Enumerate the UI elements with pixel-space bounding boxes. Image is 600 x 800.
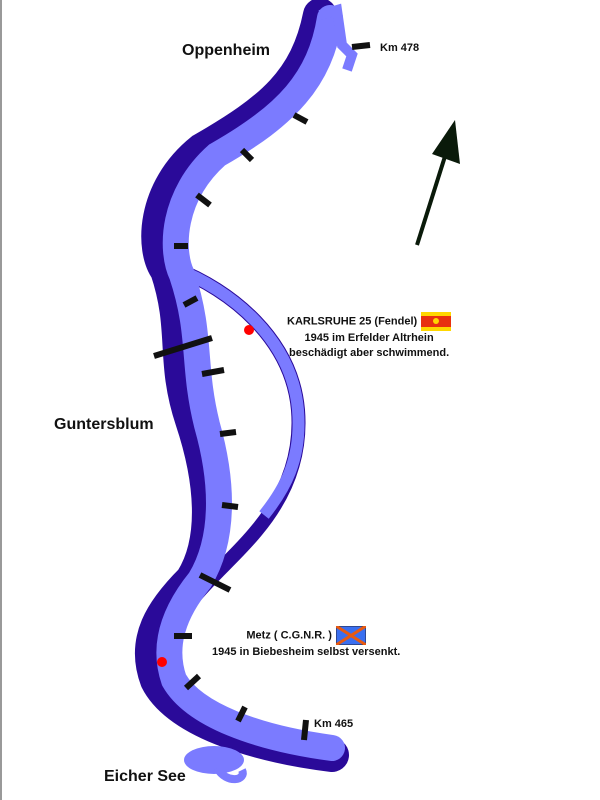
note-metz: Metz ( C.G.N.R. ) 1945 in Biebesheim sel… bbox=[212, 626, 400, 660]
flag-icon bbox=[421, 312, 452, 331]
ship-name: KARLSRUHE 25 (Fendel) bbox=[287, 315, 418, 328]
eicher-see bbox=[184, 746, 244, 774]
note-line: beschädigt aber schwimmend. bbox=[289, 347, 450, 359]
town-guntersblum: Guntersblum bbox=[54, 416, 154, 433]
wreck-marker-metz bbox=[157, 657, 167, 667]
km-478-label: Km 478 bbox=[380, 42, 420, 54]
north-arrow-icon bbox=[415, 120, 460, 246]
note-line: 1945 im Erfelder Altrhein bbox=[304, 332, 434, 344]
town-eicher-see: Eicher See bbox=[104, 768, 186, 785]
flag-icon bbox=[335, 626, 366, 645]
wreck-marker-karlsruhe bbox=[244, 325, 254, 335]
note-line: 1945 in Biebesheim selbst versenkt. bbox=[212, 646, 401, 658]
note-karlsruhe: KARLSRUHE 25 (Fendel) 1945 im Erfelder A… bbox=[287, 312, 452, 361]
town-oppenheim: Oppenheim bbox=[182, 42, 271, 59]
ship-name: Metz ( C.G.N.R. ) bbox=[246, 629, 332, 642]
rhine-main-channel bbox=[134, 0, 349, 772]
km-ticks bbox=[153, 42, 371, 741]
km-465-label: Km 465 bbox=[314, 718, 354, 730]
